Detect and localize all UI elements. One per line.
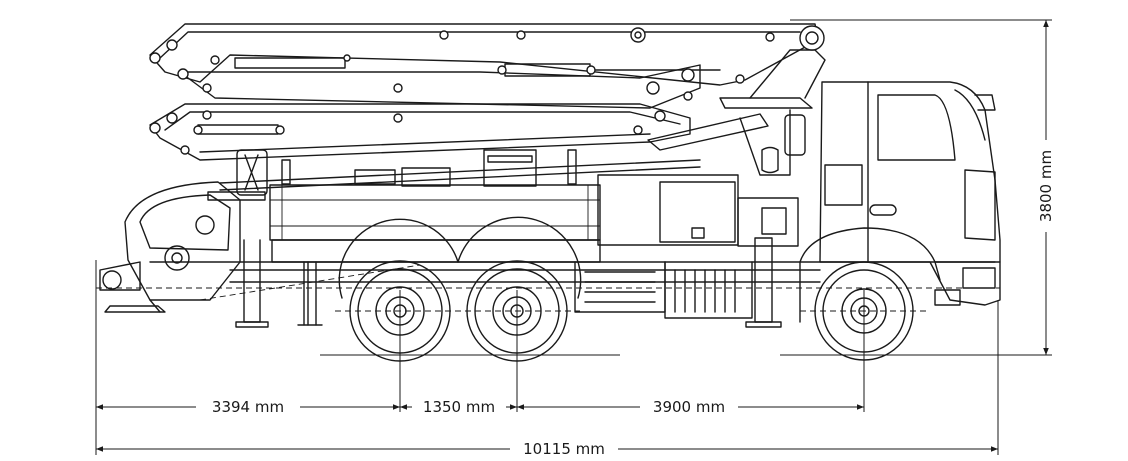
boom <box>149 23 826 191</box>
dim-label-rear-overhang: 3394 mm <box>212 398 284 416</box>
pump-body <box>269 149 799 263</box>
dimension-labels: 3394 mm 1350 mm 3900 mm 10115 mm 3800 mm <box>212 150 1055 458</box>
dimension-lines <box>95 19 1052 455</box>
dim-label-overall-length: 10115 mm <box>523 440 605 458</box>
dim-label-tandem-spacing: 1350 mm <box>423 398 495 416</box>
boom-pins <box>149 25 825 155</box>
cab <box>819 81 1001 306</box>
chassis <box>96 216 1001 328</box>
dim-label-overall-height: 3800 mm <box>1037 150 1055 222</box>
dim-label-wheelbase: 3900 mm <box>653 398 725 416</box>
